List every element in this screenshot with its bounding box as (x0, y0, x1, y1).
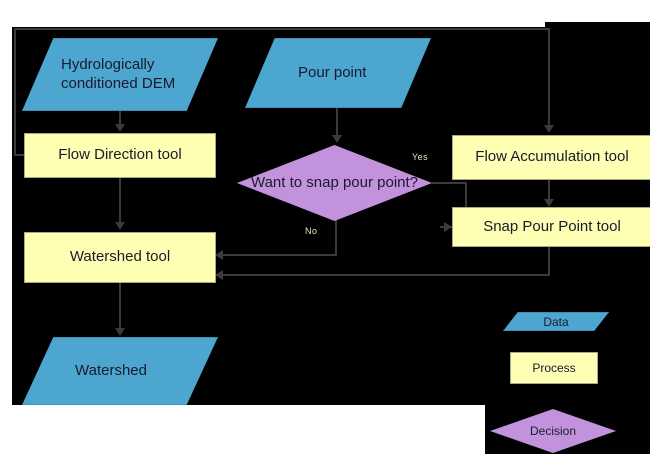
arrowhead-into-snap-pour-point (444, 222, 452, 232)
connector-rail-to-flowaccum (548, 28, 550, 126)
arrowhead-into-watershed (115, 328, 125, 336)
node-label: Watershed (75, 361, 147, 379)
node-label: Hydrologically conditioned DEM (61, 55, 176, 92)
node-watershed[interactable]: Watershed (22, 337, 218, 405)
arrowhead-into-flow-accumulation (544, 125, 554, 133)
edge-label-yes: Yes (412, 152, 429, 162)
connector-flowaccum-to-snap (548, 180, 550, 200)
arrowhead-into-watershed-tool (115, 222, 125, 230)
connector-dem-to-flow-direction (119, 111, 121, 125)
connector-yes-drop (465, 182, 467, 227)
connector-dem-left-drop (14, 28, 16, 156)
legend-label: Process (532, 361, 576, 375)
node-label: Snap Pour Point tool (483, 217, 621, 235)
connector-pour-point-to-decision (336, 108, 338, 136)
connector-watershed-tool-to-watershed (119, 283, 121, 329)
node-snap-pour-point-tool[interactable]: Snap Pour Point tool (452, 207, 650, 247)
arrowhead-into-decision (332, 135, 342, 143)
node-watershed-tool[interactable]: Watershed tool (24, 232, 216, 283)
connector-dem-top-rail (14, 28, 550, 30)
node-flow-direction-tool[interactable]: Flow Direction tool (24, 133, 216, 178)
node-label: Pour point (298, 63, 367, 81)
legend-item-data: Data (503, 312, 609, 331)
node-label: Flow Direction tool (58, 146, 182, 164)
node-label: Watershed tool (69, 248, 171, 266)
arrowhead-into-flow-direction (115, 124, 125, 132)
diagram-backdrop-top-right (545, 22, 650, 32)
connector-yes-right (432, 182, 467, 184)
node-hydrologically-conditioned-dem[interactable]: Hydrologically conditioned DEM (22, 38, 218, 111)
connector-snap-drop (548, 247, 550, 275)
node-pour-point[interactable]: Pour point (245, 38, 431, 108)
connector-no-to-watershed-tool (222, 254, 337, 256)
connector-snap-to-watershed-tool (222, 274, 550, 276)
node-label: Want to snap pour point? (250, 173, 419, 191)
edge-label-no: No (305, 226, 318, 236)
connector-flow-direction-to-watershed-tool (119, 178, 121, 223)
legend-label: Decision (529, 424, 577, 438)
node-flow-accumulation-tool[interactable]: Flow Accumulation tool (452, 135, 650, 180)
connector-no-drop (335, 220, 337, 255)
node-label: Flow Accumulation tool (475, 148, 629, 166)
legend-label: Data (543, 314, 569, 329)
legend-item-process: Process (510, 352, 598, 384)
arrowhead-flowaccum-into-snap (544, 199, 554, 207)
connector-dem-to-flowdir-left (14, 154, 26, 156)
arrowhead-snap-into-watershed-tool (215, 270, 223, 280)
arrowhead-no-into-watershed-tool (215, 250, 223, 260)
